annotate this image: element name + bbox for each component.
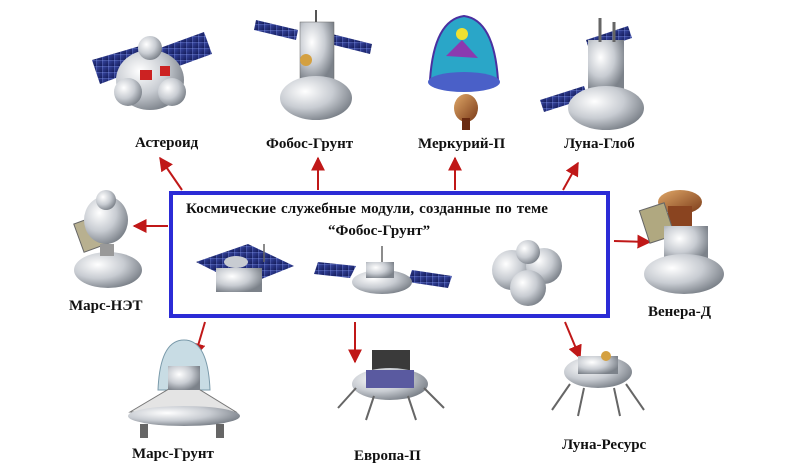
spacecraft-fobos-grunt-image: [254, 10, 372, 120]
label-luna-resurs: Луна-Ресурс: [562, 437, 647, 453]
label-luna-glob: Луна-Глоб: [564, 136, 635, 152]
module-fobos-platform-image: [314, 246, 452, 294]
spacecraft-asteroid-image: [92, 32, 212, 110]
label-mars-net: Марс-НЭТ: [69, 298, 143, 314]
spacecraft-merkuriy-p-image: [428, 14, 500, 130]
center-title-line2: “Фобос-Грунт”: [328, 223, 431, 239]
spacecraft-venera-d-image: [638, 190, 724, 294]
spacecraft-europa-p-image: [337, 350, 445, 421]
connector-arrows: [132, 156, 652, 364]
center-title-line1: Космические служебные модули, созданные …: [186, 201, 549, 217]
spacecraft-luna-glob-image: [540, 18, 644, 130]
module-panel-platform-image: [196, 244, 294, 292]
arrow-luna-resurs: [564, 321, 582, 360]
center-frame: [169, 191, 610, 318]
spacecraft-mars-grunt-image: [128, 339, 240, 438]
arrow-venera: [613, 234, 652, 249]
label-europa-p: Европа-П: [354, 448, 421, 464]
label-asteroid: Астероид: [135, 135, 199, 151]
module-spherical-tanks-image: [492, 240, 562, 306]
arrow-luna-glob: [562, 161, 579, 191]
spacecraft-mars-net-image: [73, 190, 142, 288]
label-fobos-grunt: Фобос-Грунт: [266, 136, 354, 152]
spacecraft-luna-resurs-image: [551, 351, 645, 417]
label-merkuriy-p: Меркурий-П: [418, 136, 506, 152]
arrow-asteroid: [159, 156, 183, 191]
label-venera-d: Венера-Д: [648, 304, 712, 320]
label-mars-grunt: Марс-Грунт: [132, 446, 214, 462]
